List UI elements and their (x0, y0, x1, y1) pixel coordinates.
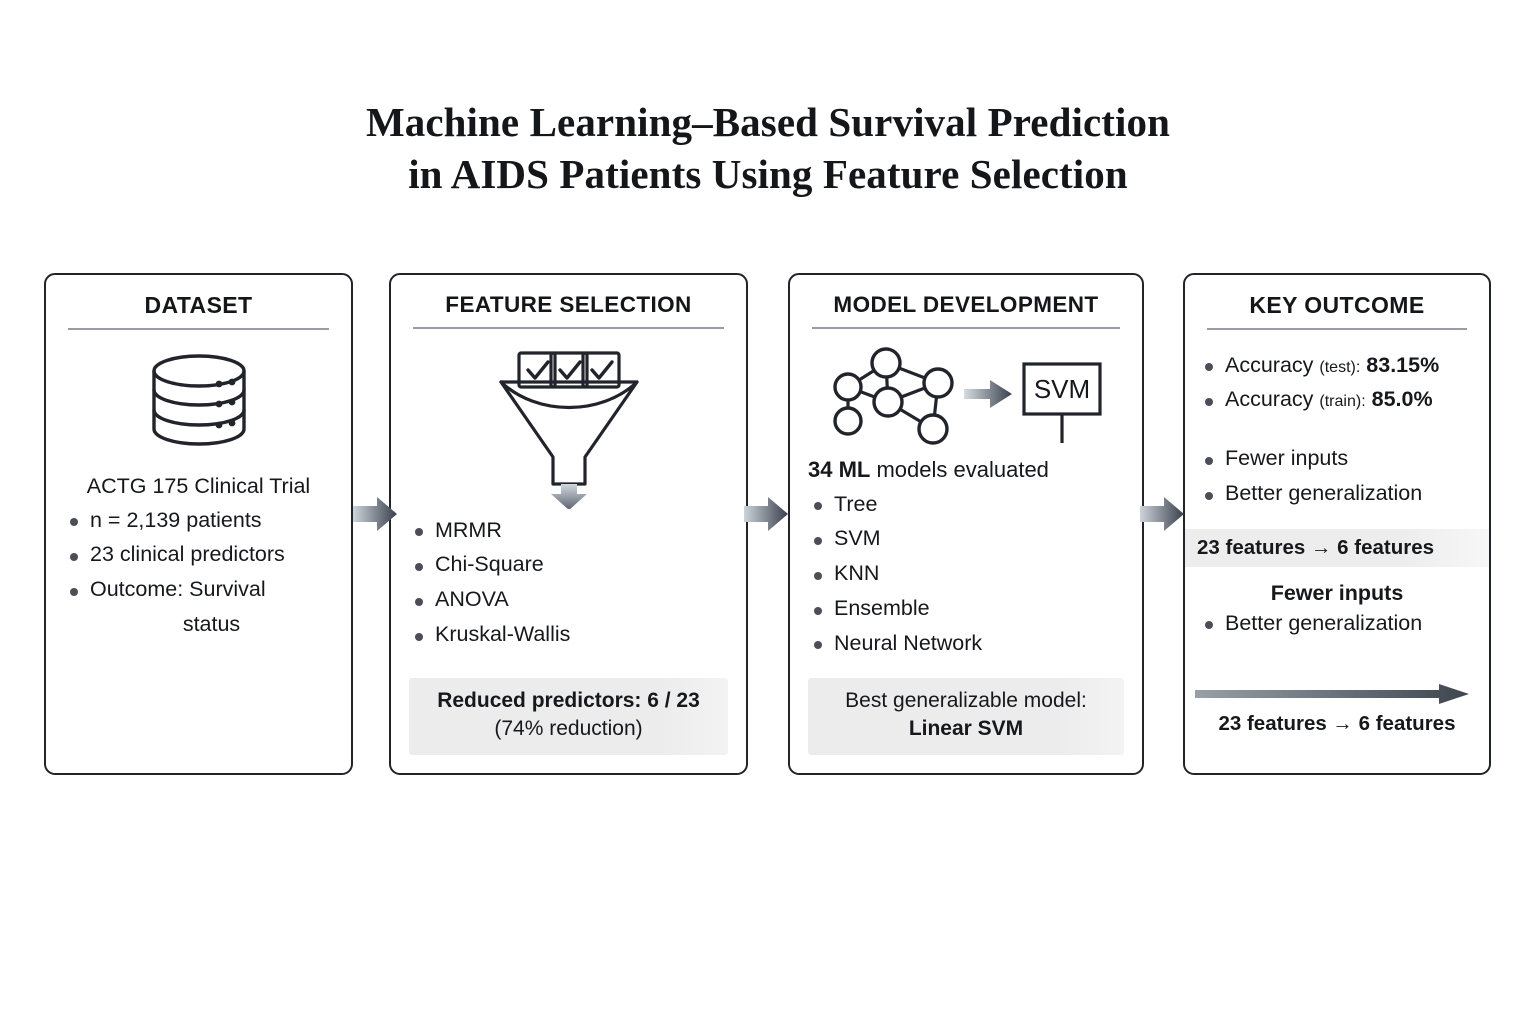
key-outcome-benefit-list: Fewer inputs Better generalization (1199, 441, 1475, 511)
panel-feature-selection-header: FEATURE SELECTION (445, 292, 692, 317)
md-lead-bold: 34 ML (808, 456, 871, 482)
fewer-inputs-heading: Fewer inputs (1270, 580, 1404, 605)
key-outcome-accuracy-list: Accuracy (test): 83.15% Accuracy (train)… (1199, 348, 1475, 418)
md-bullet-2: KNN (834, 561, 880, 586)
panel-feature-selection: FEATURE SELECTION (389, 273, 748, 775)
fs-bullet-3: Kruskal-Wallis (435, 622, 571, 647)
md-lead-rest: models evaluated (870, 456, 1049, 482)
fs-callout-regular: (74% reduction) (494, 717, 643, 741)
feature-selection-bullet-list: MRMR Chi-Square ANOVA Kruskal-Wallis (409, 513, 728, 652)
panel-model-development: MODEL DEVELOPMENT (788, 273, 1144, 775)
list-item: Accuracy (test): 83.15% (1199, 348, 1475, 383)
dataset-bullet-1: 23 clinical predictors (90, 542, 285, 567)
key-outcome-benefit-list-2: Better generalization (1199, 606, 1475, 641)
ko2-bullet-0: Better generalization (1225, 610, 1423, 635)
md-bullet-4: Neural Network (834, 630, 983, 655)
model-development-callout: Best generalizable model: Linear SVM (808, 677, 1124, 755)
band-arrow-glyph: → (1310, 535, 1332, 559)
fs-bullet-1: Chi-Square (435, 552, 544, 577)
panel-key-outcome-divider (1207, 328, 1467, 330)
reduction-arrow-icon (1193, 683, 1481, 710)
dataset-lead: ACTG 175 Clinical Trial (86, 473, 311, 498)
list-item: Ensemble (808, 591, 1124, 626)
accuracy-test-label: Accuracy (1225, 352, 1314, 377)
list-item: Better generalization (1199, 606, 1475, 641)
list-item: 23 clinical predictors (64, 537, 333, 572)
panel-feature-selection-divider (413, 327, 724, 329)
dataset-bullet-list: n = 2,139 patients 23 clinical predictor… (64, 503, 333, 642)
list-item: Neural Network (808, 626, 1124, 661)
model-development-bullet-list: Tree SVM KNN Ensemble Neural Network (808, 487, 1124, 661)
panel-model-development-header: MODEL DEVELOPMENT (833, 292, 1099, 317)
title-line-1: Machine Learning–Based Survival Predicti… (365, 99, 1171, 145)
reduction-arrow-caption: 23 features → 6 features (1218, 711, 1456, 735)
fs-callout-bold: Reduced predictors: 6 / 23 (437, 688, 700, 712)
funnel-icon (391, 341, 746, 509)
md-callout-bold: Linear SVM (908, 717, 1024, 741)
accuracy-test-qualifier: (test): (1319, 358, 1361, 376)
process-flow: DATASET ACTG 175 Clinical Trial (0, 273, 1536, 778)
title-line-2: in AIDS Patients Using Feature Selection (408, 151, 1128, 198)
dataset-bullet-2-cont: status (182, 612, 241, 637)
arrow-feature-selection-to-model-development (744, 494, 790, 534)
accuracy-train-value: 85.0% (1371, 387, 1433, 412)
svm-box-label: SVM (1034, 374, 1090, 404)
dataset-bullet-0: n = 2,139 patients (90, 507, 262, 532)
list-item: SVM (808, 521, 1124, 556)
accuracy-test-value: 83.15% (1366, 352, 1440, 377)
md-bullet-0: Tree (834, 491, 878, 516)
feature-selection-callout: Reduced predictors: 6 / 23 (74% reductio… (409, 677, 728, 755)
list-item: Fewer inputs (1199, 441, 1475, 476)
list-item: MRMR (409, 513, 728, 548)
key-outcome-feature-band: 23 features → 6 features (1185, 528, 1489, 567)
md-bullet-3: Ensemble (834, 596, 930, 621)
list-item: ANOVA (409, 582, 728, 617)
panel-dataset-header: DATASET (144, 292, 253, 318)
ko-bullet-0: Fewer inputs (1225, 446, 1349, 471)
panel-key-outcome-header: KEY OUTCOME (1249, 292, 1425, 318)
md-callout-regular: Best generalizable model: (845, 688, 1087, 712)
fs-bullet-2: ANOVA (435, 587, 509, 612)
arrow-dataset-to-feature-selection (353, 494, 399, 534)
panel-model-development-divider (812, 327, 1120, 329)
list-item: Outcome: Survival status (64, 572, 333, 642)
accuracy-train-label: Accuracy (1225, 387, 1314, 412)
list-item: Kruskal-Wallis (409, 617, 728, 652)
arrow-model-development-to-key-outcome (1140, 494, 1186, 534)
panel-dataset: DATASET ACTG 175 Clinical Trial (44, 273, 353, 775)
md-bullet-1: SVM (834, 526, 881, 551)
database-icon (46, 350, 351, 458)
band-pre: 23 features (1197, 535, 1306, 559)
list-item: Better generalization (1199, 476, 1475, 511)
list-item: KNN (808, 556, 1124, 591)
model-development-lead: 34 ML models evaluated (808, 457, 1124, 483)
list-item: Accuracy (train): 85.0% (1199, 382, 1475, 417)
dataset-bullet-2: Outcome: Survival (90, 577, 266, 602)
panel-key-outcome: KEY OUTCOME Accuracy (test): 83.15% Accu… (1183, 273, 1491, 775)
band-post: 6 features (1337, 535, 1435, 559)
panel-dataset-divider (68, 328, 329, 330)
fs-bullet-0: MRMR (435, 517, 502, 542)
list-item: Tree (808, 487, 1124, 522)
neural-network-icon: SVM (790, 345, 1142, 449)
accuracy-train-qualifier: (train): (1319, 393, 1366, 411)
list-item: Chi-Square (409, 547, 728, 582)
page-title: Machine Learning–Based Survival Predicti… (0, 96, 1536, 201)
list-item: n = 2,139 patients (64, 503, 333, 538)
ko-bullet-1: Better generalization (1225, 481, 1423, 506)
